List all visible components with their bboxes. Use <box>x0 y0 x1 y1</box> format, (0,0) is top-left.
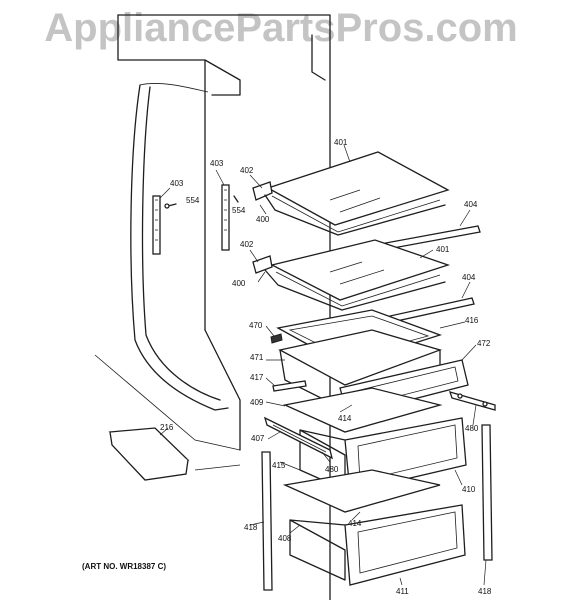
screw-554-left <box>164 203 177 209</box>
callout-411: 411 <box>396 587 409 596</box>
callout-409: 409 <box>250 398 264 407</box>
callout-401-lower: 401 <box>436 245 450 254</box>
callout-470: 470 <box>249 321 263 330</box>
drawer-slide-480-right <box>448 391 496 411</box>
pan-cover-frame-470 <box>270 333 283 344</box>
callout-403-left: 403 <box>170 179 184 188</box>
drawer-slide-480-left <box>263 416 333 460</box>
callout-403-right: 403 <box>210 159 224 168</box>
callout-401-upper: 401 <box>334 138 348 147</box>
callout-471: 471 <box>250 353 264 362</box>
middle-drawer-cover <box>282 387 443 433</box>
callout-408: 408 <box>278 534 292 543</box>
callout-402-lower: 402 <box>240 240 254 249</box>
callout-418-left: 418 <box>244 523 258 532</box>
lower-drawer <box>289 504 466 586</box>
lower-drawer-cover <box>282 469 441 513</box>
door-gasket <box>130 83 229 411</box>
cabinet-frame <box>94 14 331 600</box>
screw-554-right <box>233 195 239 203</box>
callout-400-upper: 400 <box>256 215 270 224</box>
callout-414-upper: 414 <box>338 414 352 423</box>
callout-554-left: 554 <box>186 196 200 205</box>
shelf-bracket-upper <box>252 181 446 236</box>
art-number: (ART NO. WR18387 C) <box>82 562 166 571</box>
callout-402-upper: 402 <box>240 166 254 175</box>
drawer-rail-418-right <box>481 424 493 561</box>
watermark-logo: AppliancePartsPros.com <box>44 6 518 50</box>
callout-480-left: 480 <box>325 465 339 474</box>
callout-417: 417 <box>250 373 264 382</box>
shelf-bracket-lower <box>252 255 446 311</box>
callout-418-right: 418 <box>478 587 492 596</box>
leader-lines <box>159 144 487 586</box>
callout-472: 472 <box>477 339 491 348</box>
shelf-support-right <box>221 184 230 251</box>
callout-416: 416 <box>465 316 479 325</box>
callout-404-upper: 404 <box>464 200 478 209</box>
callout-554-right: 554 <box>232 206 246 215</box>
callout-404-lower: 404 <box>462 273 476 282</box>
drawer-rail-418-left <box>261 451 273 591</box>
shelf-glass-lower <box>270 239 451 307</box>
callout-216: 216 <box>160 423 174 432</box>
door-bin <box>108 427 190 481</box>
shelf-glass-upper <box>266 151 450 233</box>
callout-407: 407 <box>251 434 265 443</box>
callout-410: 410 <box>462 485 476 494</box>
callout-400-lower: 400 <box>232 279 246 288</box>
callout-480-right: 480 <box>465 424 479 433</box>
callout-415: 415 <box>272 461 286 470</box>
drawer-rail-417 <box>272 380 307 392</box>
shelf-support-left <box>152 195 161 255</box>
callout-414-lower: 414 <box>348 519 362 528</box>
